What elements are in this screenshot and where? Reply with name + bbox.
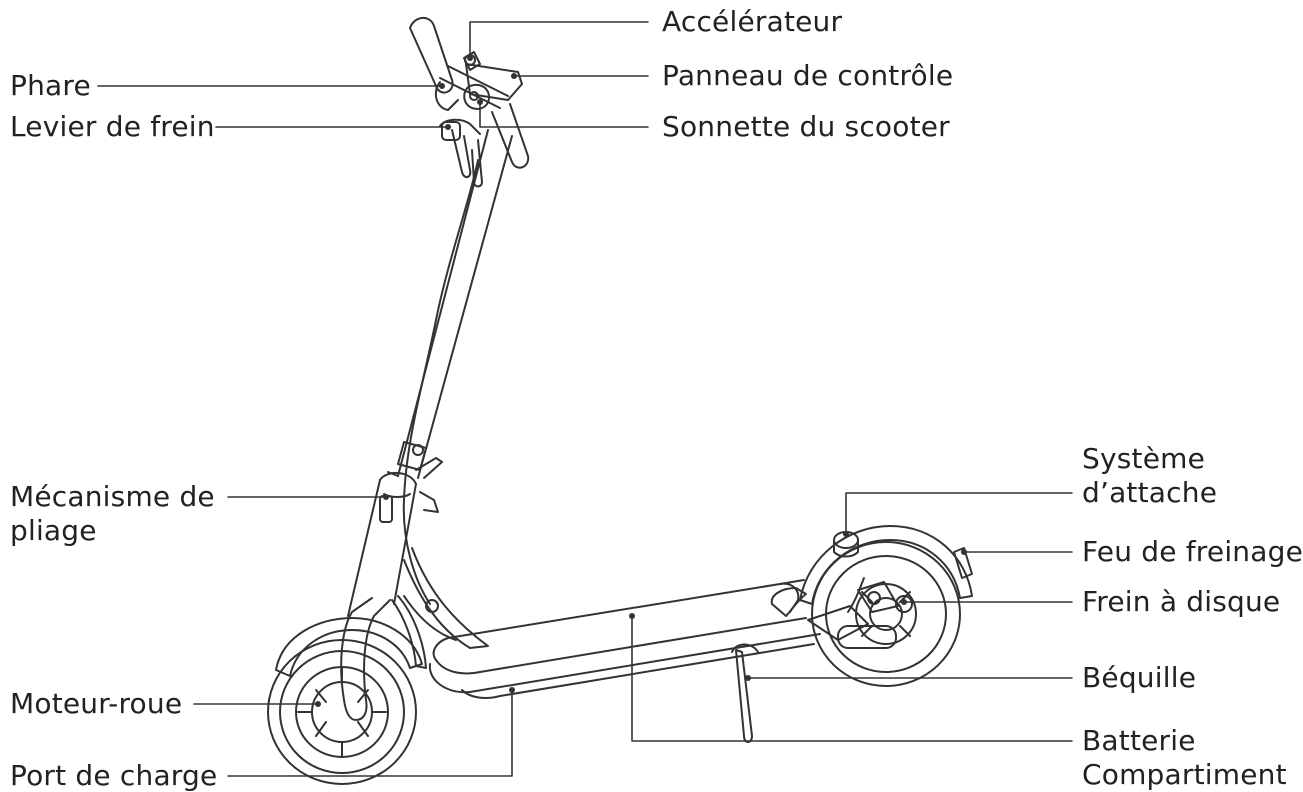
brake-light-drawing [953,547,973,579]
label-accelerateur: Accélérateur [662,5,843,38]
label-levier-de-frein: Levier de frein [10,110,215,143]
label-systeme-d-attache: Système d’attache [1082,442,1217,510]
label-panneau-de-controle: Panneau de contrôle [662,59,954,92]
label-port-de-charge: Port de charge [10,759,218,792]
disc-brake-drawing [807,577,913,649]
label-batterie-compartiment: Batterie Compartiment [1082,724,1287,792]
label-phare: Phare [10,69,91,102]
leader-lines [97,21,1073,777]
brake-cable [402,159,479,605]
label-batterie-line-1: Batterie [1082,724,1196,757]
rear-mudguard [799,525,973,605]
label-frein-a-disque: Frein à disque [1082,585,1281,618]
label-batterie-line-2: Compartiment [1082,758,1287,791]
front-fork [340,595,427,721]
label-attache-line-1: Système [1082,442,1206,475]
label-attache-line-2: d’attache [1082,476,1218,509]
label-bequille: Béquille [1082,661,1197,694]
cable-clip [425,599,439,613]
kickstand-drawing [731,643,759,743]
label-mecanisme-line-2: pliage [10,514,97,547]
leader-dots [315,55,967,707]
label-mecanisme-line-1: Mécanisme de [10,480,215,513]
label-sonnette-du-scooter: Sonnette du scooter [662,110,950,143]
handlebar [409,17,530,188]
label-mecanisme-de-pliage: Mécanisme de pliage [10,480,215,548]
rear-wheel [811,541,961,687]
front-mudguard [275,617,423,677]
stem-head [347,457,443,617]
label-moteur-roue: Moteur-roue [10,687,183,720]
deck [428,579,821,699]
label-feu-de-freinage: Feu de freinage [1082,535,1303,568]
stem [397,129,513,479]
